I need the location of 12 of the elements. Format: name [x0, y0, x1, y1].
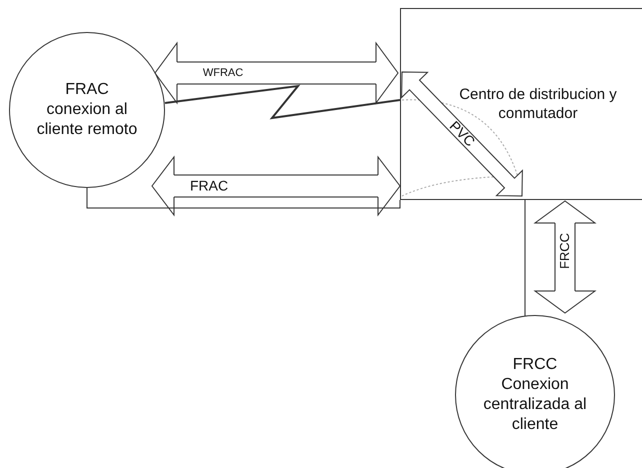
open-box [400, 8, 642, 200]
lightning-line [164, 84, 400, 120]
connector-line [524, 200, 526, 316]
node-text: Conexion centralizada al cliente [482, 375, 588, 435]
circle-node [9, 32, 165, 188]
edge-label: WFRAC [200, 66, 246, 80]
node-text: conexion al cliente remoto [36, 100, 138, 140]
node-heading: FRAC [65, 80, 109, 100]
box-title: Centro de distribucion y conmutador [459, 85, 618, 122]
circle-node [455, 315, 615, 468]
connector-line [86, 188, 400, 208]
node-heading: FRCC [512, 355, 558, 375]
